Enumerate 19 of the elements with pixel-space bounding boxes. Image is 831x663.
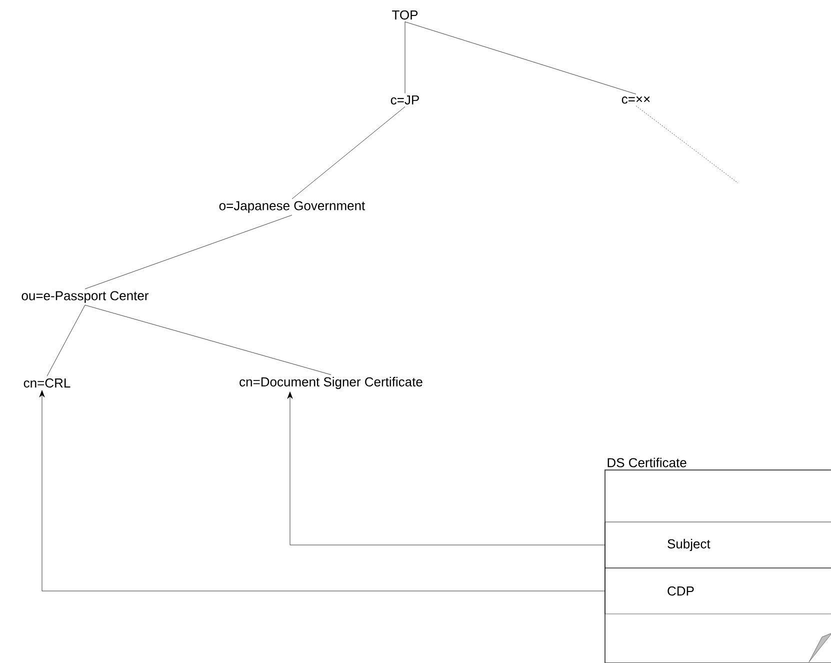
dotted-line: [636, 106, 738, 184]
certificate-field: Subject: [604, 522, 831, 568]
tree-node-label: c=JP: [390, 95, 419, 105]
arrow: [287, 392, 605, 546]
tree-line: [84, 304, 332, 375]
tree-line: [292, 106, 406, 200]
tree-node-label: cn=CRL: [24, 378, 70, 388]
tree-line: [404, 22, 406, 94]
tree-line: [84, 214, 292, 290]
tree-node-label: TOP: [392, 10, 418, 20]
node-label: DS Certificate: [608, 458, 686, 468]
tree-line: [46, 304, 86, 376]
tree-node-label: c=××: [622, 96, 650, 104]
tree-node-label: o=Japanese Government: [219, 201, 366, 213]
tree-node-label: ou=e-Passport Center: [22, 291, 149, 303]
certificate-field: CDP: [604, 568, 831, 614]
tree-node-label: cn=Document Signer Certificate: [240, 376, 422, 390]
tree-line: [404, 22, 636, 94]
arrow: [39, 390, 605, 592]
